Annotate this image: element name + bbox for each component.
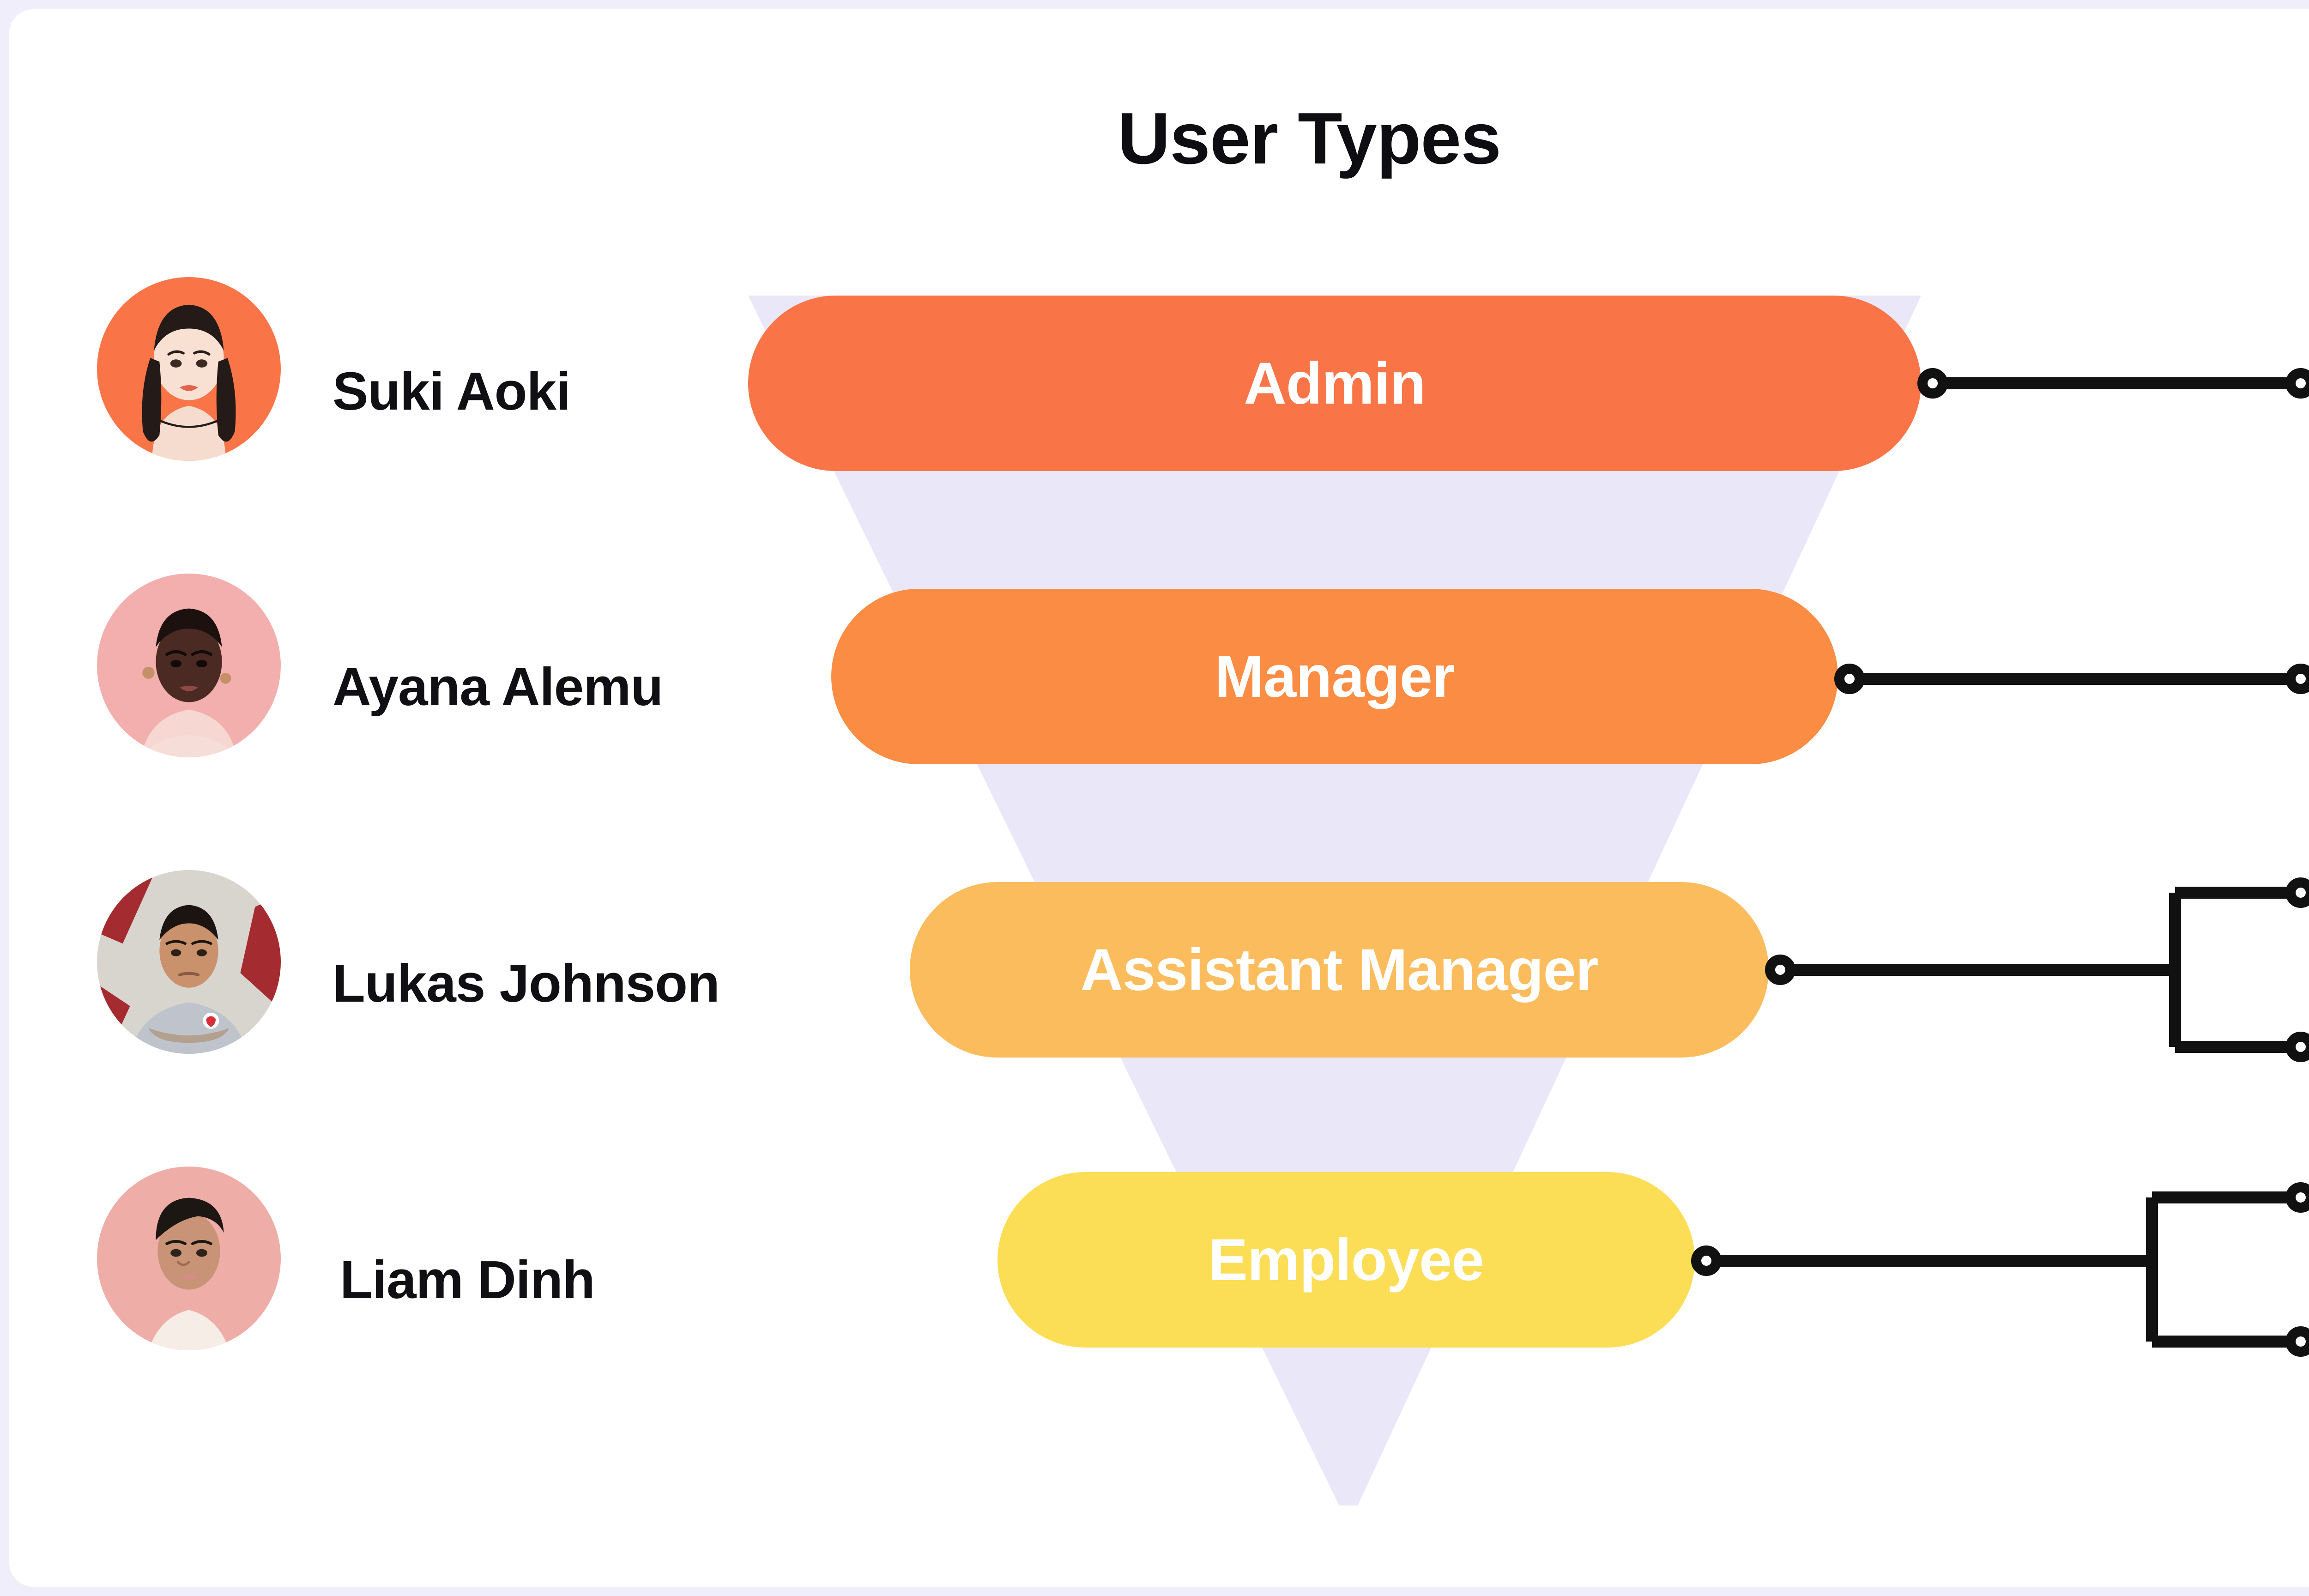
diagram-card: User Types Roles Suki Aoki Admin (Restau… bbox=[9, 9, 2309, 1587]
avatar-suki-aoki bbox=[97, 277, 281, 461]
funnel-shape bbox=[748, 296, 1921, 1505]
user-name-label: Lukas Johnson bbox=[332, 953, 720, 1013]
user-type-pill-employee[interactable]: Employee bbox=[997, 1172, 1695, 1348]
avatar-lukas-johnson bbox=[97, 870, 281, 1054]
user-name-label: Suki Aoki bbox=[332, 361, 571, 421]
user-type-pill-assistant-manager[interactable]: Assistant Manager bbox=[910, 882, 1769, 1058]
avatar-ayana-alemu bbox=[97, 574, 281, 757]
avatar-liam-dinh bbox=[97, 1167, 281, 1350]
column-header-user-types: User Types bbox=[1117, 98, 1501, 179]
user-type-pill-manager[interactable]: Manager bbox=[831, 589, 1838, 764]
user-name-label: Liam Dinh bbox=[340, 1250, 595, 1310]
user-name-label: Ayana Alemu bbox=[332, 657, 663, 717]
user-type-pill-admin[interactable]: Admin bbox=[748, 296, 1921, 471]
